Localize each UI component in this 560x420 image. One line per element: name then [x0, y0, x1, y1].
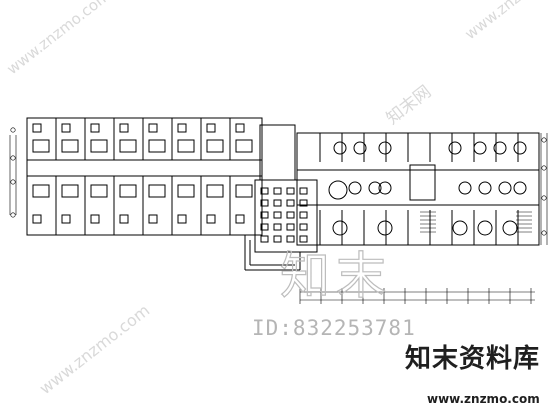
- round-table: [493, 141, 507, 155]
- round-table: [377, 220, 393, 236]
- seat: [299, 211, 308, 219]
- round-table: [473, 141, 487, 155]
- bed: [206, 139, 224, 153]
- bed: [119, 184, 137, 198]
- seat: [273, 223, 282, 231]
- seat: [299, 235, 308, 243]
- round-table-large: [328, 180, 348, 200]
- bed: [206, 184, 224, 198]
- bathroom: [32, 214, 42, 224]
- round-table: [448, 141, 462, 155]
- round-table: [452, 220, 468, 236]
- seat: [286, 199, 295, 207]
- round-table: [513, 181, 527, 195]
- bathroom: [235, 123, 245, 133]
- right-wing: [296, 132, 540, 246]
- bathroom: [206, 214, 216, 224]
- bed: [32, 184, 50, 198]
- bed: [235, 139, 253, 153]
- bottom-dimension-line: [299, 288, 535, 304]
- bathroom: [177, 214, 187, 224]
- bed: [61, 139, 79, 153]
- round-table: [458, 181, 472, 195]
- bed: [32, 139, 50, 153]
- left-dimension-line: [9, 127, 17, 218]
- bathroom: [32, 123, 42, 133]
- round-table: [332, 220, 348, 236]
- seat: [286, 223, 295, 231]
- round-table: [368, 181, 382, 195]
- bed: [177, 139, 195, 153]
- bathroom: [148, 123, 158, 133]
- bathroom: [61, 123, 71, 133]
- bathroom: [90, 123, 100, 133]
- seat: [299, 199, 308, 207]
- brand-url: www.znzmo.com: [427, 392, 540, 406]
- bathroom: [148, 214, 158, 224]
- bed: [148, 184, 166, 198]
- round-table: [378, 141, 392, 155]
- wm-url-bottomleft: www.znzmo.com: [36, 301, 153, 399]
- seat: [286, 187, 295, 195]
- stairs: [420, 211, 532, 233]
- watermark-id: ID:832253781: [252, 316, 416, 340]
- bed: [61, 184, 79, 198]
- seat: [273, 235, 282, 243]
- seat: [260, 211, 269, 219]
- brand-name: 知末资料库: [405, 344, 541, 374]
- bathroom: [119, 214, 129, 224]
- round-table: [478, 181, 492, 195]
- seat: [273, 211, 282, 219]
- central-block: [244, 124, 318, 271]
- bathroom: [90, 214, 100, 224]
- bathroom: [206, 123, 216, 133]
- seat: [286, 235, 295, 243]
- seat: [260, 235, 269, 243]
- watermark-logo: 知末: [279, 246, 392, 305]
- round-table: [348, 181, 362, 195]
- bathroom: [235, 214, 245, 224]
- wm-url-topright: www.znzmo.com: [461, 0, 560, 43]
- round-table: [353, 141, 367, 155]
- bed: [235, 184, 253, 198]
- seat: [273, 187, 282, 195]
- bathroom: [61, 214, 71, 224]
- round-table: [513, 141, 527, 155]
- seat: [299, 223, 308, 231]
- bathroom: [177, 123, 187, 133]
- bed: [148, 139, 166, 153]
- bed: [119, 139, 137, 153]
- left-wing: [26, 117, 263, 236]
- round-table: [498, 181, 512, 195]
- seat: [260, 187, 269, 195]
- bed: [177, 184, 195, 198]
- right-dimension-line: [540, 133, 548, 245]
- bed: [90, 139, 108, 153]
- wm-url-topleft: www.znzmo.com: [3, 0, 113, 78]
- round-table: [477, 220, 493, 236]
- wm-cn-topright: 知末网: [383, 82, 436, 129]
- bed: [90, 184, 108, 198]
- round-table: [378, 181, 392, 195]
- round-table: [502, 220, 518, 236]
- round-table: [333, 141, 347, 155]
- seat: [260, 223, 269, 231]
- bathroom: [119, 123, 129, 133]
- seat: [299, 187, 308, 195]
- seat: [260, 199, 269, 207]
- seat: [273, 199, 282, 207]
- seat: [286, 211, 295, 219]
